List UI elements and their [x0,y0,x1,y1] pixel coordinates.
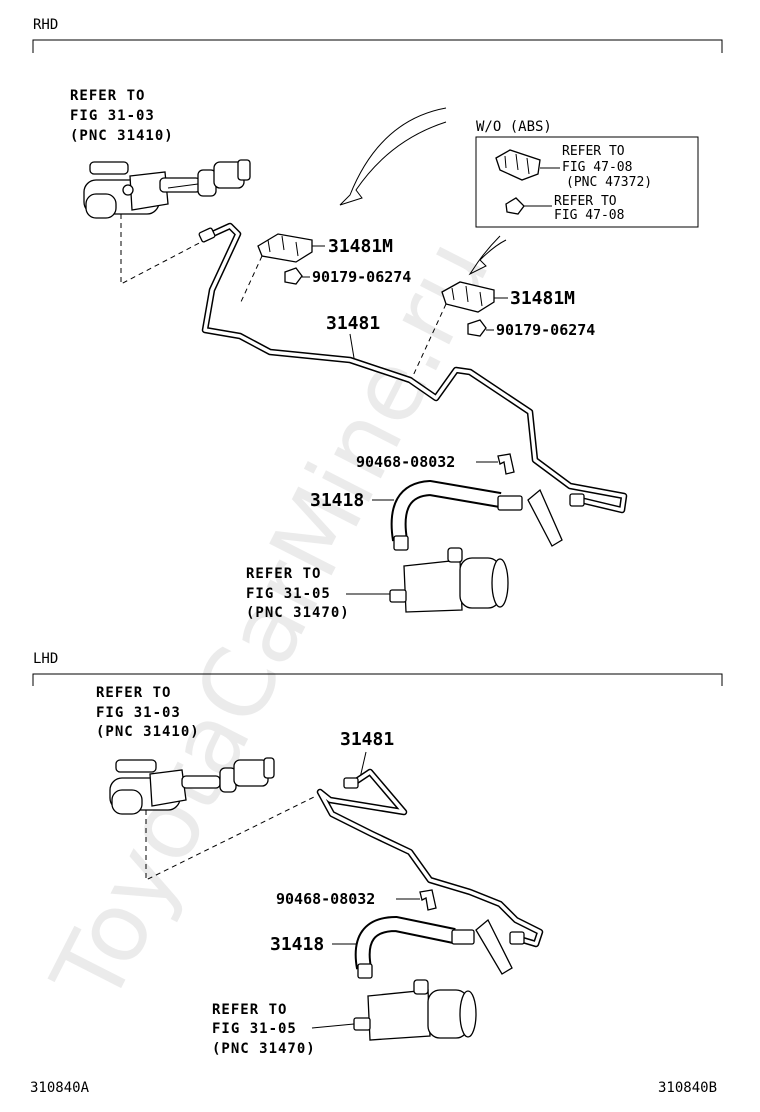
svg-text:FIG 31-03: FIG 31-03 [96,705,181,721]
lhd-refer-master-cylinder: REFER TO FIG 31-03 (PNC 31410) [96,685,200,740]
svg-text:90468-08032: 90468-08032 [276,890,375,908]
svg-text:90179-06274: 90179-06274 [496,321,595,339]
rhd-nut-1: 90179-06274 [284,267,411,286]
rhd-section-label: RHD [33,17,58,33]
svg-text:REFER TO: REFER TO [70,88,145,104]
rhd-clamp-2-leader [411,303,447,379]
rhd-tube-label: 31481 [326,313,380,359]
svg-text:90468-08032: 90468-08032 [356,453,455,471]
svg-text:FIG 47-08: FIG 47-08 [562,160,632,175]
svg-text:FIG 31-05: FIG 31-05 [246,586,331,602]
svg-text:(PNC 31410): (PNC 31410) [70,128,174,144]
lhd-bracket-line [32,673,723,686]
rhd-clamp-2: 31481M [441,281,575,313]
rhd-refer-release-cylinder: REFER TO FIG 31-05 (PNC 31470) [246,566,390,621]
svg-text:REFER TO: REFER TO [246,566,321,582]
watermark: ToyotaCarMine.ru [30,222,511,1021]
svg-text:(PNC 31410): (PNC 31410) [96,724,200,740]
rhd-section: RHD REFER TO FIG 31-03 (PNC 31410) [32,17,723,621]
rhd-nut-2: 90179-06274 [467,319,595,339]
svg-text:31418: 31418 [270,934,324,955]
svg-text:REFER TO: REFER TO [562,144,625,159]
svg-text:31418: 31418 [310,490,364,511]
rhd-small-arrow [468,235,507,276]
rhd-wo-abs-box: W/O (ABS) REFER TO FIG 47-08 (PNC 47372)… [475,119,699,228]
svg-text:(PNC 47372): (PNC 47372) [566,175,652,190]
lhd-refer-release-cylinder: REFER TO FIG 31-05 (PNC 31470) [212,1002,355,1057]
svg-text:FIG 47-08: FIG 47-08 [554,208,624,223]
rhd-tube-31481-drawing [198,222,628,514]
rhd-bracket-line [32,39,723,53]
lhd-clip: 90468-08032 [276,889,437,911]
rhd-release-cylinder-drawing [389,547,509,613]
svg-text:FIG 31-05: FIG 31-05 [212,1021,297,1037]
svg-text:REFER TO: REFER TO [212,1002,287,1018]
rhd-clip: 90468-08032 [356,453,515,475]
lhd-hose: 31418 [270,915,475,979]
lhd-section-label: LHD [33,651,58,667]
rhd-clamp-1-leader [239,255,263,305]
svg-text:31481: 31481 [326,313,380,334]
svg-text:(PNC 31470): (PNC 31470) [246,605,350,621]
svg-text:90179-06274: 90179-06274 [312,268,411,286]
svg-text:(PNC 31470): (PNC 31470) [212,1041,316,1057]
rhd-clamp-1: 31481M [257,233,393,263]
lhd-master-cylinder-drawing [109,757,275,815]
rhd-refer-master-cylinder: REFER TO FIG 31-03 (PNC 31410) [70,88,174,144]
lhd-release-cylinder-drawing [353,979,477,1041]
lhd-tube-31481-drawing: 31481 [316,729,544,948]
svg-text:REFER TO: REFER TO [96,685,171,701]
svg-text:31481M: 31481M [328,236,393,257]
lhd-bracket [475,918,513,975]
svg-text:31481M: 31481M [510,288,575,309]
rhd-big-arrow [339,107,447,206]
rhd-master-cylinder-drawing [83,159,251,219]
svg-text:REFER TO: REFER TO [554,194,617,209]
rhd-master-leader [120,214,206,285]
lhd-section: LHD REFER TO FIG 31-03 (PNC 31410) 31481 [32,651,723,1057]
svg-text:31481: 31481 [340,729,394,750]
footer-code-left: 310840A [30,1080,90,1096]
rhd-hose: 31418 [310,479,523,551]
footer-code-right: 310840B [658,1080,717,1096]
svg-text:FIG 31-03: FIG 31-03 [70,108,155,124]
svg-text:W/O (ABS): W/O (ABS) [476,119,552,135]
rhd-bracket [527,488,563,547]
